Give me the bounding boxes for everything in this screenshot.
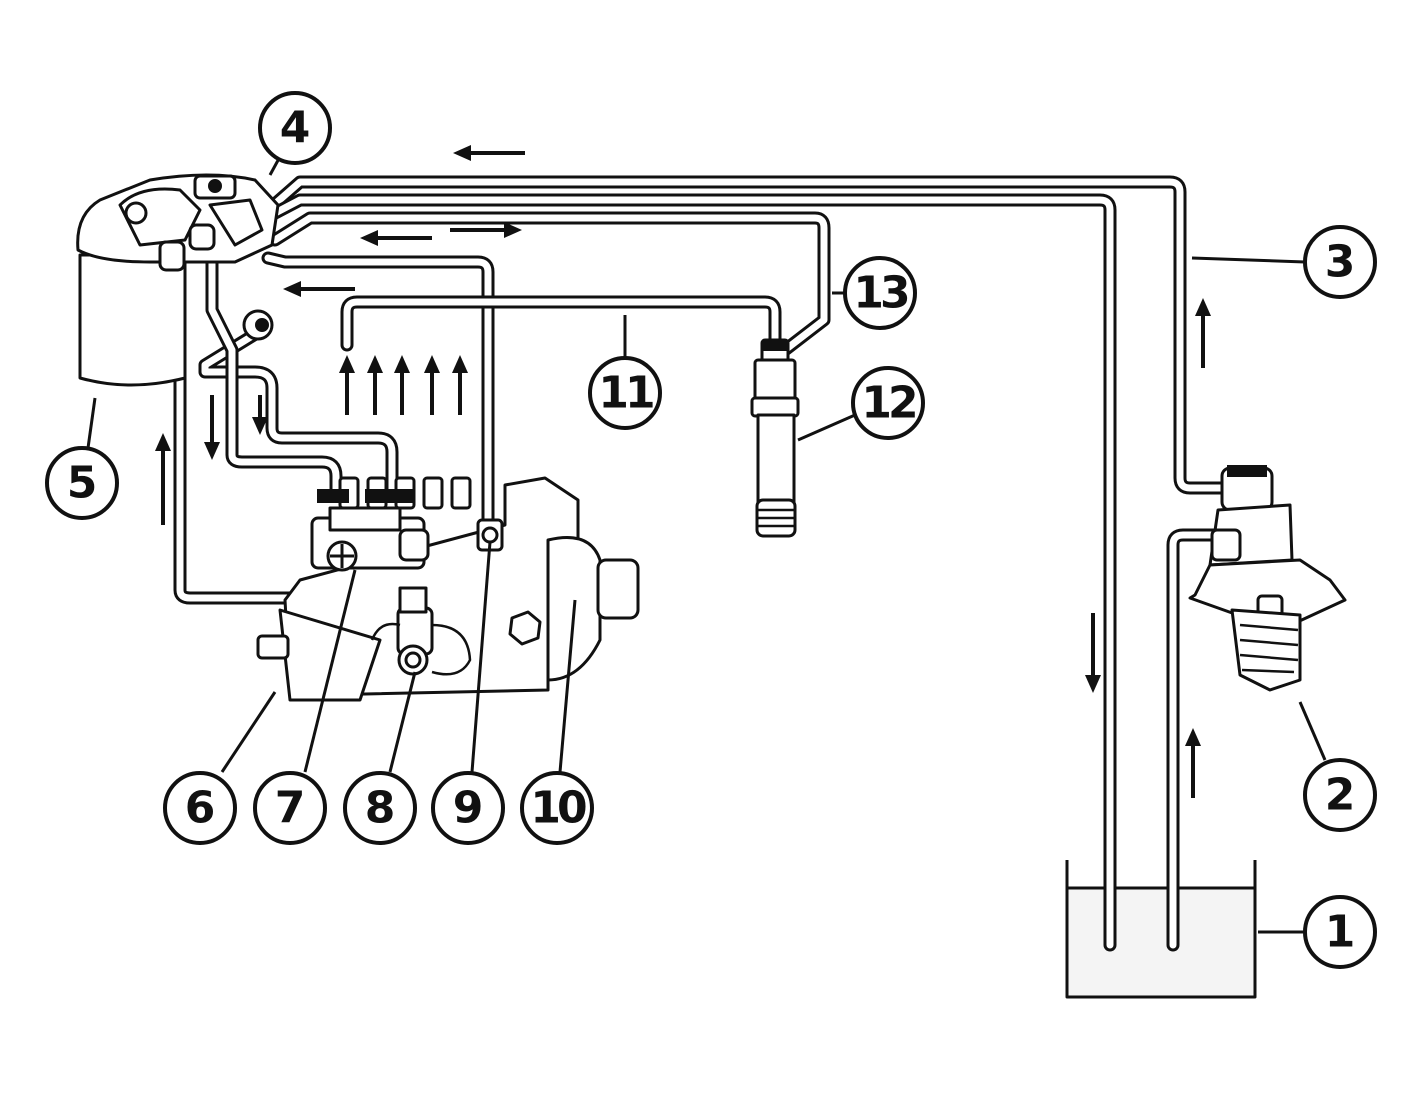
callout-5-label: 5 <box>67 458 98 509</box>
injector <box>750 338 800 538</box>
flow-arrow-up <box>452 355 468 415</box>
flow-arrow-up <box>1195 298 1211 368</box>
fuel-pipes <box>173 175 1235 952</box>
fuel-tank <box>1065 860 1257 999</box>
flow-arrow-up <box>424 355 440 415</box>
callout-4: 4 <box>258 91 332 165</box>
callout-10: 10 <box>520 771 594 845</box>
callout-7-label: 7 <box>275 783 306 834</box>
flow-arrows <box>155 145 1211 798</box>
fuel-filter <box>76 173 280 387</box>
callout-8: 8 <box>343 771 417 845</box>
callout-5: 5 <box>45 446 119 520</box>
callout-6-label: 6 <box>185 783 216 834</box>
flow-arrow-up <box>1185 728 1201 798</box>
flow-arrow-left <box>283 281 355 297</box>
callout-1: 1 <box>1303 895 1377 969</box>
lift-pump <box>1188 465 1347 692</box>
callout-3-label: 3 <box>1325 237 1356 288</box>
callout-6: 6 <box>163 771 237 845</box>
callout-8-label: 8 <box>365 783 396 834</box>
callout-9-label: 9 <box>453 783 484 834</box>
flow-arrow-down <box>252 395 268 435</box>
callout-1-label: 1 <box>1325 907 1356 958</box>
flow-arrow-left <box>360 230 432 246</box>
delivery-valves <box>317 476 472 510</box>
callout-11-label: 11 <box>598 368 653 419</box>
flow-arrow-left <box>453 145 525 161</box>
flow-arrow-up <box>394 355 410 415</box>
callout-13-label: 13 <box>853 268 908 319</box>
callout-10-label: 10 <box>530 783 586 834</box>
flow-arrow-down <box>204 395 220 460</box>
leader-lines <box>86 141 1327 934</box>
flow-arrow-up <box>155 433 171 525</box>
flow-arrow-up <box>339 355 355 415</box>
callout-12: 12 <box>851 366 925 440</box>
callout-12-label: 12 <box>861 378 915 429</box>
callout-2: 2 <box>1303 758 1377 832</box>
callout-2-label: 2 <box>1325 770 1356 821</box>
injection-pump <box>256 476 640 702</box>
callout-9: 9 <box>431 771 505 845</box>
flow-arrow-up <box>367 355 383 415</box>
callout-11: 11 <box>588 356 662 430</box>
callout-7: 7 <box>253 771 327 845</box>
flow-arrow-right <box>450 222 522 238</box>
flow-arrow-down <box>1085 613 1101 693</box>
callout-4-label: 4 <box>280 103 311 154</box>
callout-13: 13 <box>843 256 917 330</box>
callout-3: 3 <box>1303 225 1377 299</box>
